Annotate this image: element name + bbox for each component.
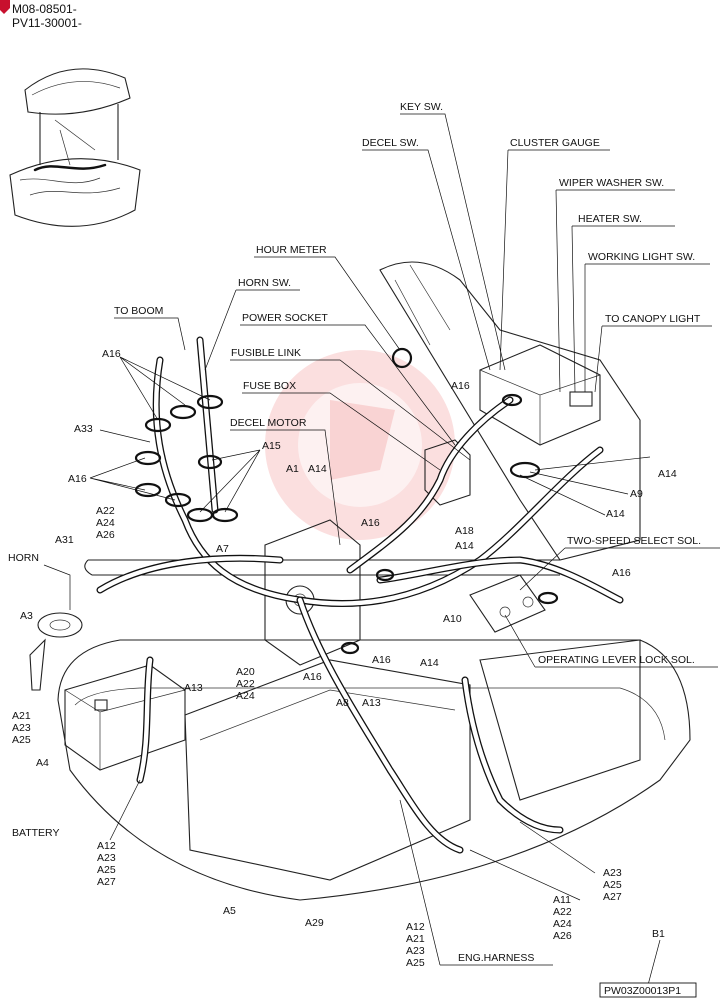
callout-a16-mid: A16 xyxy=(303,671,322,683)
label-fusible-link: FUSIBLE LINK xyxy=(231,347,301,359)
label-to-boom: TO BOOM xyxy=(114,305,163,317)
callout-a25-right: A25 xyxy=(603,879,622,891)
callout-a21-bottom: A21 xyxy=(406,933,425,945)
serial-line-1: M08-08501- xyxy=(12,2,77,16)
callout-a23-bottom-left: A23 xyxy=(97,852,116,864)
callout-a31: A31 xyxy=(55,534,74,546)
watermark-logo xyxy=(265,350,455,540)
callout-a23-bottom: A23 xyxy=(406,945,425,957)
callout-a13-left: A13 xyxy=(184,682,203,694)
label-key-sw: KEY SW. xyxy=(400,101,443,113)
drawing-number-box: PW03Z00013P1 xyxy=(599,982,697,998)
callout-a27-right: A27 xyxy=(603,891,622,903)
callout-a25-bottom: A25 xyxy=(406,957,425,969)
callout-a16-top-left: A16 xyxy=(102,348,121,360)
callout-a33: A33 xyxy=(74,423,93,435)
main-harness xyxy=(96,336,624,854)
callout-a25-left: A25 xyxy=(12,734,31,746)
harness-clamps xyxy=(134,347,559,655)
battery-unit xyxy=(64,664,186,771)
label-to-canopy-light: TO CANOPY LIGHT xyxy=(605,313,701,325)
label-cluster-gauge: CLUSTER GAUGE xyxy=(510,137,600,149)
callout-a14-right-1: A14 xyxy=(658,468,677,480)
callout-a14-center-2: A14 xyxy=(455,540,474,552)
callout-a10: A10 xyxy=(443,613,462,625)
callout-a24-left: A24 xyxy=(96,517,115,529)
label-heater-sw: HEATER SW. xyxy=(578,213,642,225)
label-horn-sw: HORN SW. xyxy=(238,277,291,289)
callout-a16-right: A16 xyxy=(612,567,631,579)
callout-a14-lower: A14 xyxy=(420,657,439,669)
callout-a5: A5 xyxy=(223,905,236,917)
callout-a4: A4 xyxy=(36,757,49,769)
callout-a14-center: A14 xyxy=(308,463,327,475)
callout-a14-right-2: A14 xyxy=(606,508,625,520)
label-decel-sw: DECEL SW. xyxy=(362,137,419,149)
callout-a16-lower: A16 xyxy=(372,654,391,666)
drawing-number: PW03Z00013P1 xyxy=(604,985,681,997)
callout-a16-cluster: A16 xyxy=(451,380,470,392)
callout-a22-mid: A22 xyxy=(236,678,255,690)
label-wiper-washer-sw: WIPER WASHER SW. xyxy=(559,177,664,189)
callout-a23-right: A23 xyxy=(603,867,622,879)
callout-a22-left: A22 xyxy=(96,505,115,517)
callout-a12-bottom: A12 xyxy=(406,921,425,933)
callout-a9: A9 xyxy=(630,488,643,500)
label-fuse-box: FUSE BOX xyxy=(243,380,296,392)
machine-inset-thumbnail xyxy=(9,68,141,227)
callout-a21-left: A21 xyxy=(12,710,31,722)
callout-a13-mid: A13 xyxy=(362,697,381,709)
callout-a16-left: A16 xyxy=(68,473,87,485)
callout-a12-left: A12 xyxy=(97,840,116,852)
callout-a20: A20 xyxy=(236,666,255,678)
fuse-box-unit xyxy=(424,439,471,506)
callout-a22-bottom: A22 xyxy=(553,906,572,918)
callout-a1: A1 xyxy=(286,463,299,475)
callout-a26-left: A26 xyxy=(96,529,115,541)
label-hour-meter: HOUR METER xyxy=(256,244,327,256)
callout-a27-bottom-left: A27 xyxy=(97,876,116,888)
callout-a18: A18 xyxy=(455,525,474,537)
callout-b1: B1 xyxy=(652,928,665,940)
callout-a25-bottom-left: A25 xyxy=(97,864,116,876)
callout-a11: A11 xyxy=(553,894,571,906)
callout-a7: A7 xyxy=(216,543,229,555)
leader-lines xyxy=(43,113,720,986)
label-two-speed-select-sol: TWO-SPEED SELECT SOL. xyxy=(567,535,701,547)
serial-line-2: PV11-30001- xyxy=(12,16,82,30)
label-power-socket: POWER SOCKET xyxy=(242,312,328,324)
revision-marker-icon xyxy=(0,0,10,14)
callout-a15: A15 xyxy=(262,440,281,452)
label-decel-motor: DECEL MOTOR xyxy=(230,417,307,429)
callout-a29: A29 xyxy=(305,917,324,929)
cluster-block xyxy=(479,344,601,446)
callout-a24-bottom: A24 xyxy=(553,918,572,930)
label-battery: BATTERY xyxy=(12,827,59,839)
label-working-light-sw: WORKING LIGHT SW. xyxy=(588,251,695,263)
label-horn: HORN xyxy=(8,552,39,564)
machine-frame xyxy=(57,261,691,901)
label-eng-harness: ENG.HARNESS xyxy=(458,952,534,964)
horn-unit xyxy=(29,612,83,691)
callout-a24-mid: A24 xyxy=(236,690,255,702)
label-operating-lever-lock-sol: OPERATING LEVER LOCK SOL. xyxy=(538,654,695,666)
callout-a16-center: A16 xyxy=(361,517,380,529)
callout-a26-bottom: A26 xyxy=(553,930,572,942)
callout-a8: A8 xyxy=(336,697,349,709)
callout-a3: A3 xyxy=(20,610,33,622)
callout-a23-left: A23 xyxy=(12,722,31,734)
